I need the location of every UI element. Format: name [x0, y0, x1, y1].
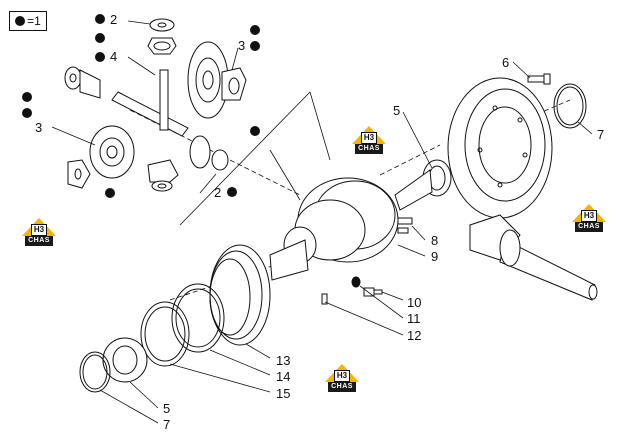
callout-5-top: 5 — [393, 103, 401, 118]
callout-12: 12 — [407, 328, 422, 343]
watermark-top-text: H3 — [581, 210, 597, 222]
washer-left — [64, 66, 101, 99]
differential-pin — [111, 69, 189, 137]
small-bevel-gear-bottom — [147, 159, 179, 192]
callout-9: 9 — [431, 249, 439, 264]
leader-lines — [51, 20, 593, 424]
side-gear-right — [189, 135, 229, 171]
washer-left-bottom — [67, 159, 91, 189]
qty-markers — [22, 14, 260, 198]
circlip-15 — [140, 301, 190, 367]
callout-2-bottom: 2 — [214, 185, 222, 200]
watermark-logo: H3 CHAS — [352, 124, 386, 156]
callout-11: 11 — [407, 311, 421, 326]
watermark-logo: H3 CHAS — [22, 216, 56, 248]
bearing-right — [394, 159, 452, 211]
watermark-logo: H3 CHAS — [572, 202, 606, 234]
ring-13 — [209, 244, 271, 346]
shim-ring-14 — [171, 283, 225, 353]
watermark-bottom-text: CHAS — [575, 222, 603, 232]
callout-6: 6 — [502, 55, 510, 70]
bearing-left — [102, 337, 148, 383]
watermark-bottom-text: CHAS — [25, 236, 53, 246]
watermark-top-text: H3 — [361, 132, 377, 144]
bolt-top — [527, 73, 551, 85]
spring — [351, 276, 361, 288]
callout-13: 13 — [276, 353, 291, 368]
watermark-bottom-text: CHAS — [355, 144, 383, 154]
watermark-bottom-text: CHAS — [328, 382, 356, 392]
side-gear-top — [187, 41, 229, 119]
legend-text: =1 — [27, 14, 41, 28]
callout-7-bottom: 7 — [163, 417, 171, 432]
washer-right-top — [221, 67, 247, 101]
crown-wheel — [447, 77, 553, 219]
pinion-shaft — [469, 214, 598, 301]
callout-8: 8 — [431, 233, 439, 248]
callout-7-top: 7 — [597, 127, 605, 142]
shim-ring-top — [553, 83, 587, 129]
callout-3-left: 3 — [35, 120, 43, 135]
callout-14: 14 — [276, 369, 291, 384]
small-bevel-gear-top — [147, 18, 177, 55]
dowel-pins — [397, 217, 413, 234]
callout-5-bottom: 5 — [163, 401, 171, 416]
differential-housing — [269, 177, 399, 281]
pin-12 — [321, 293, 328, 305]
side-gear-left — [89, 125, 135, 179]
watermark-logo: H3 CHAS — [325, 362, 359, 394]
watermark-top-text: H3 — [31, 224, 47, 236]
small-bolt — [363, 287, 383, 297]
filled-dot-icon — [15, 16, 26, 26]
callout-10: 10 — [407, 295, 422, 310]
callout-15: 15 — [276, 386, 291, 401]
callout-2-top: 2 — [110, 12, 118, 27]
watermark-top-text: H3 — [334, 370, 350, 382]
callout-3-right: 3 — [238, 38, 246, 53]
callout-4: 4 — [110, 49, 118, 64]
legend-box: =1 — [9, 11, 47, 31]
shim-ring-bottom — [79, 351, 111, 393]
